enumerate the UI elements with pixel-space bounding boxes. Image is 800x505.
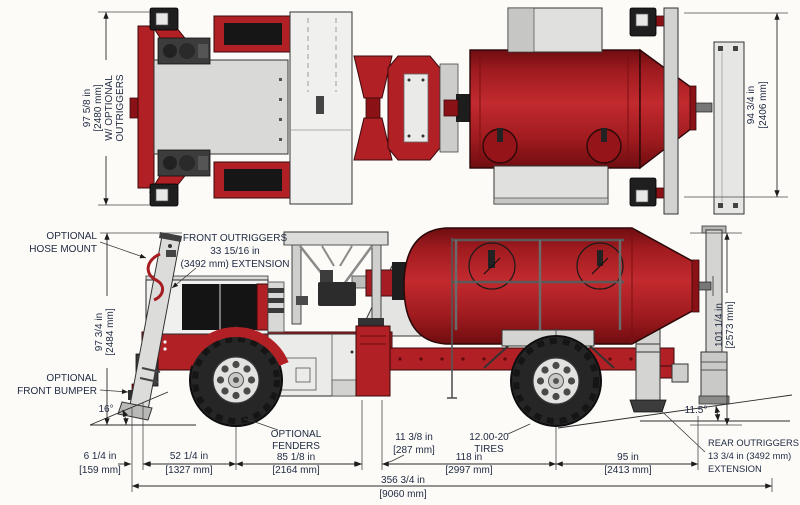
dim-width-left-note1: W/ OPTIONAL xyxy=(104,75,115,141)
hydraulic-stack xyxy=(267,281,285,333)
rear-wheel xyxy=(510,328,602,470)
articulation-joint xyxy=(353,55,393,161)
dim-118-mm: [2997 mm] xyxy=(445,465,492,476)
dimension-chain: 6 1/4 in [159 mm] 52 1/4 in [1327 mm] 85… xyxy=(79,400,773,500)
mixer-drum-top xyxy=(469,7,745,215)
front-bumper-label-2: FRONT BUMPER xyxy=(17,386,97,397)
side-view-drawing: 16° 11.5° xyxy=(89,225,793,470)
callout-fenders: OPTIONAL FENDERS xyxy=(243,418,322,452)
dim-height-rear-in: 101 1/4 in xyxy=(714,303,725,347)
plan-hitch-block xyxy=(387,55,478,161)
dim-fender-length: 85 1/8 in [2164 mm] xyxy=(236,452,362,476)
callout-front-bumper: OPTIONAL FRONT BUMPER xyxy=(17,373,129,397)
front-fender xyxy=(183,327,289,367)
dim-width-with-outriggers: 97 5/8 in [2480 mm] W/ OPTIONAL OUTRIGGE… xyxy=(82,11,150,206)
dim-11-3-8-in: 11 3/8 in xyxy=(395,432,433,443)
front-wheel xyxy=(189,326,283,434)
dim-height-rear-mm: [2573 mm] xyxy=(725,301,736,348)
plan-module-bottom xyxy=(213,161,293,199)
rear-outriggers-label-1: REAR OUTRIGGERS xyxy=(708,438,799,448)
dim-rear-overhang: 95 in [2413 mm] xyxy=(556,452,698,476)
plan-platform-box xyxy=(507,7,603,53)
callout-rear-outriggers: REAR OUTRIGGERS 13 3/4 in (3492 mm) EXTE… xyxy=(651,401,799,474)
rear-cab-module xyxy=(355,318,391,397)
front-bumper-label-1: OPTIONAL xyxy=(46,373,97,384)
hose-mount-label-1: OPTIONAL xyxy=(46,231,97,242)
hose-mount-label-2: HOSE MOUNT xyxy=(29,244,97,255)
drum-hatch-side-left xyxy=(468,242,516,290)
callout-front-outriggers: FRONT OUTRIGGERS 33 15/16 in (3492 mm) E… xyxy=(171,233,290,289)
dim-width-left-note2: OUTRIGGERS xyxy=(115,74,126,142)
dim-52-1-4-mm: [1327 mm] xyxy=(165,465,212,476)
dim-wheelbase: 118 in [2997 mm] xyxy=(382,452,556,476)
dim-width-left-mm: [2480 mm] xyxy=(93,84,104,131)
tires-label-1: 12.00-20 xyxy=(469,432,509,443)
plan-module-top xyxy=(213,15,293,53)
departure-angle-label: 11.5° xyxy=(685,405,708,416)
dim-overall-in: 356 3/4 in xyxy=(381,475,425,486)
dim-52-1-4-in: 52 1/4 in xyxy=(170,451,208,462)
rear-outriggers-label-2: 13 3/4 in (3492 mm) xyxy=(708,451,791,461)
dim-height-rear: 101 1/4 in [2573 mm] xyxy=(690,232,742,426)
mid-equipment-box xyxy=(267,333,357,397)
dim-95-in: 95 in xyxy=(617,452,639,463)
front-outriggers-label-2: 33 15/16 in xyxy=(210,246,260,257)
plan-motor-front xyxy=(157,37,211,65)
tires-label-2: TIRES xyxy=(474,444,504,455)
dim-85-1-8-mm: [2164 mm] xyxy=(272,465,319,476)
tractor-top xyxy=(129,7,478,207)
dim-width-left-in: 97 5/8 in xyxy=(82,89,93,127)
rops-canopy xyxy=(283,231,389,325)
callout-hose-mount: OPTIONAL HOSE MOUNT xyxy=(29,231,147,259)
dim-width-right-mm: [2406 mm] xyxy=(758,81,769,128)
dim-fender-to-axle-gap: 11 3/8 in [287 mm] xyxy=(350,432,435,467)
dim-95-mm: [2413 mm] xyxy=(604,465,651,476)
dim-height-front: 97 3/4 in [2484 mm] xyxy=(94,232,182,425)
plan-cab-deck xyxy=(289,11,353,205)
rear-outrigger-mast xyxy=(698,225,730,405)
drum-hatch-plan xyxy=(482,128,622,164)
dim-85-1-8-in: 85 1/8 in xyxy=(277,452,315,463)
plan-side-panel xyxy=(493,165,609,205)
rear-outrigger-beam-plan xyxy=(629,7,679,215)
plan-motor-rear xyxy=(157,149,211,177)
dim-overall-length: 356 3/4 in [9060 mm] xyxy=(132,475,772,500)
callout-tires: 12.00-20 TIRES xyxy=(469,423,531,455)
drum-handrail xyxy=(447,238,624,399)
top-view-drawing: 97 5/8 in [2480 mm] W/ OPTIONAL OUTRIGGE… xyxy=(82,7,788,215)
dim-overall-mm: [9060 mm] xyxy=(379,489,426,500)
front-outriggers-label-3: (3492 mm) EXTENSION xyxy=(181,259,290,270)
dim-6-1-4-in: 6 1/4 in xyxy=(84,451,117,462)
hose xyxy=(146,250,176,302)
dim-width-right-in: 94 3/4 in xyxy=(746,86,757,124)
front-outriggers-label-1: FRONT OUTRIGGERS xyxy=(183,233,288,244)
drum-hatch-side-right xyxy=(576,242,624,290)
rear-outrigger-leg xyxy=(629,327,667,413)
dim-bumper-to-front-axle: 52 1/4 in [1327 mm] xyxy=(143,451,236,476)
fenders-label-2: FENDERS xyxy=(272,441,320,452)
dim-118-in: 118 in xyxy=(456,452,483,463)
dim-height-front-in: 97 3/4 in xyxy=(94,313,105,351)
dim-width-rear: 94 3/4 in [2406 mm] xyxy=(684,12,788,198)
rear-outriggers-label-3: EXTENSION xyxy=(708,464,762,474)
dim-front-bumper-depth: 6 1/4 in [159 mm] xyxy=(79,451,156,476)
dim-11-3-8-mm: [287 mm] xyxy=(393,445,435,456)
fenders-label-1: OPTIONAL xyxy=(271,429,322,440)
rear-plate-plan xyxy=(713,41,745,215)
dim-6-1-4-mm: [159 mm] xyxy=(79,465,121,476)
dim-height-front-mm: [2484 mm] xyxy=(105,308,116,355)
approach-angle-label: 16° xyxy=(98,404,113,415)
departure-angle: 11.5° xyxy=(557,394,793,429)
